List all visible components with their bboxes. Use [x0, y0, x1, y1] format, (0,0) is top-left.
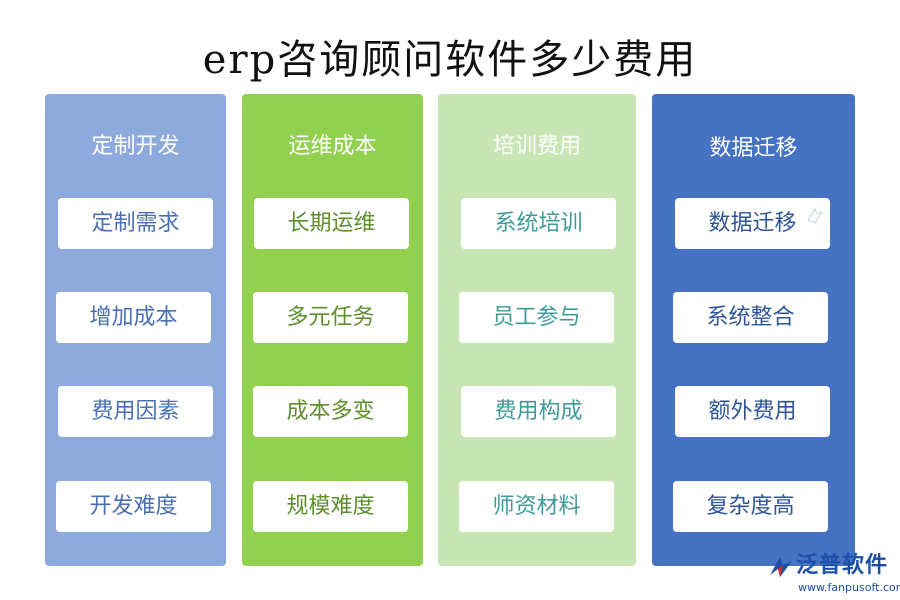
column-heading: 数据迁移 — [709, 136, 798, 161]
item-card: 成本多变 — [253, 386, 408, 437]
item-card: 费用因素 — [58, 386, 213, 437]
logo-name: 泛普软件 — [796, 553, 889, 578]
watermark-icon — [803, 206, 827, 230]
item-label: 数据迁移 — [708, 211, 797, 236]
item-card: 数据迁移 — [675, 198, 830, 249]
logo-url: www.fanpusoft.com — [798, 581, 900, 594]
column-data-migration: 数据迁移 数据迁移 系统整合 额外费用 复杂度高 — [652, 94, 855, 566]
diagram-title: erp咨询顾问软件多少费用 — [202, 37, 698, 83]
column-custom-development: 定制开发 定制需求 增加成本 费用因素 开发难度 — [45, 94, 226, 566]
item-card: 长期运维 — [254, 198, 409, 249]
item-card: 多元任务 — [253, 292, 408, 343]
item-card: 定制需求 — [58, 198, 213, 249]
column-heading: 定制开发 — [91, 134, 180, 159]
column-heading: 运维成本 — [288, 134, 377, 159]
fanpu-logo-icon — [770, 557, 792, 577]
item-card: 系统培训 — [461, 198, 616, 249]
item-card: 员工参与 — [459, 292, 614, 343]
item-card: 额外费用 — [675, 386, 830, 437]
item-card: 系统整合 — [673, 292, 828, 343]
item-card: 增加成本 — [56, 292, 211, 343]
item-card: 费用构成 — [461, 386, 616, 437]
item-card: 复杂度高 — [673, 481, 828, 532]
column-heading: 培训费用 — [492, 134, 581, 159]
column-training-fees: 培训费用 系统培训 员工参与 费用构成 师资材料 — [438, 94, 636, 566]
item-card: 规模难度 — [253, 481, 408, 532]
brand-logo: 泛普软件 www.fanpusoft.com — [768, 551, 900, 597]
item-card: 开发难度 — [56, 481, 211, 532]
column-maintenance-cost: 运维成本 长期运维 多元任务 成本多变 规模难度 — [242, 94, 423, 566]
item-card: 师资材料 — [459, 481, 614, 532]
